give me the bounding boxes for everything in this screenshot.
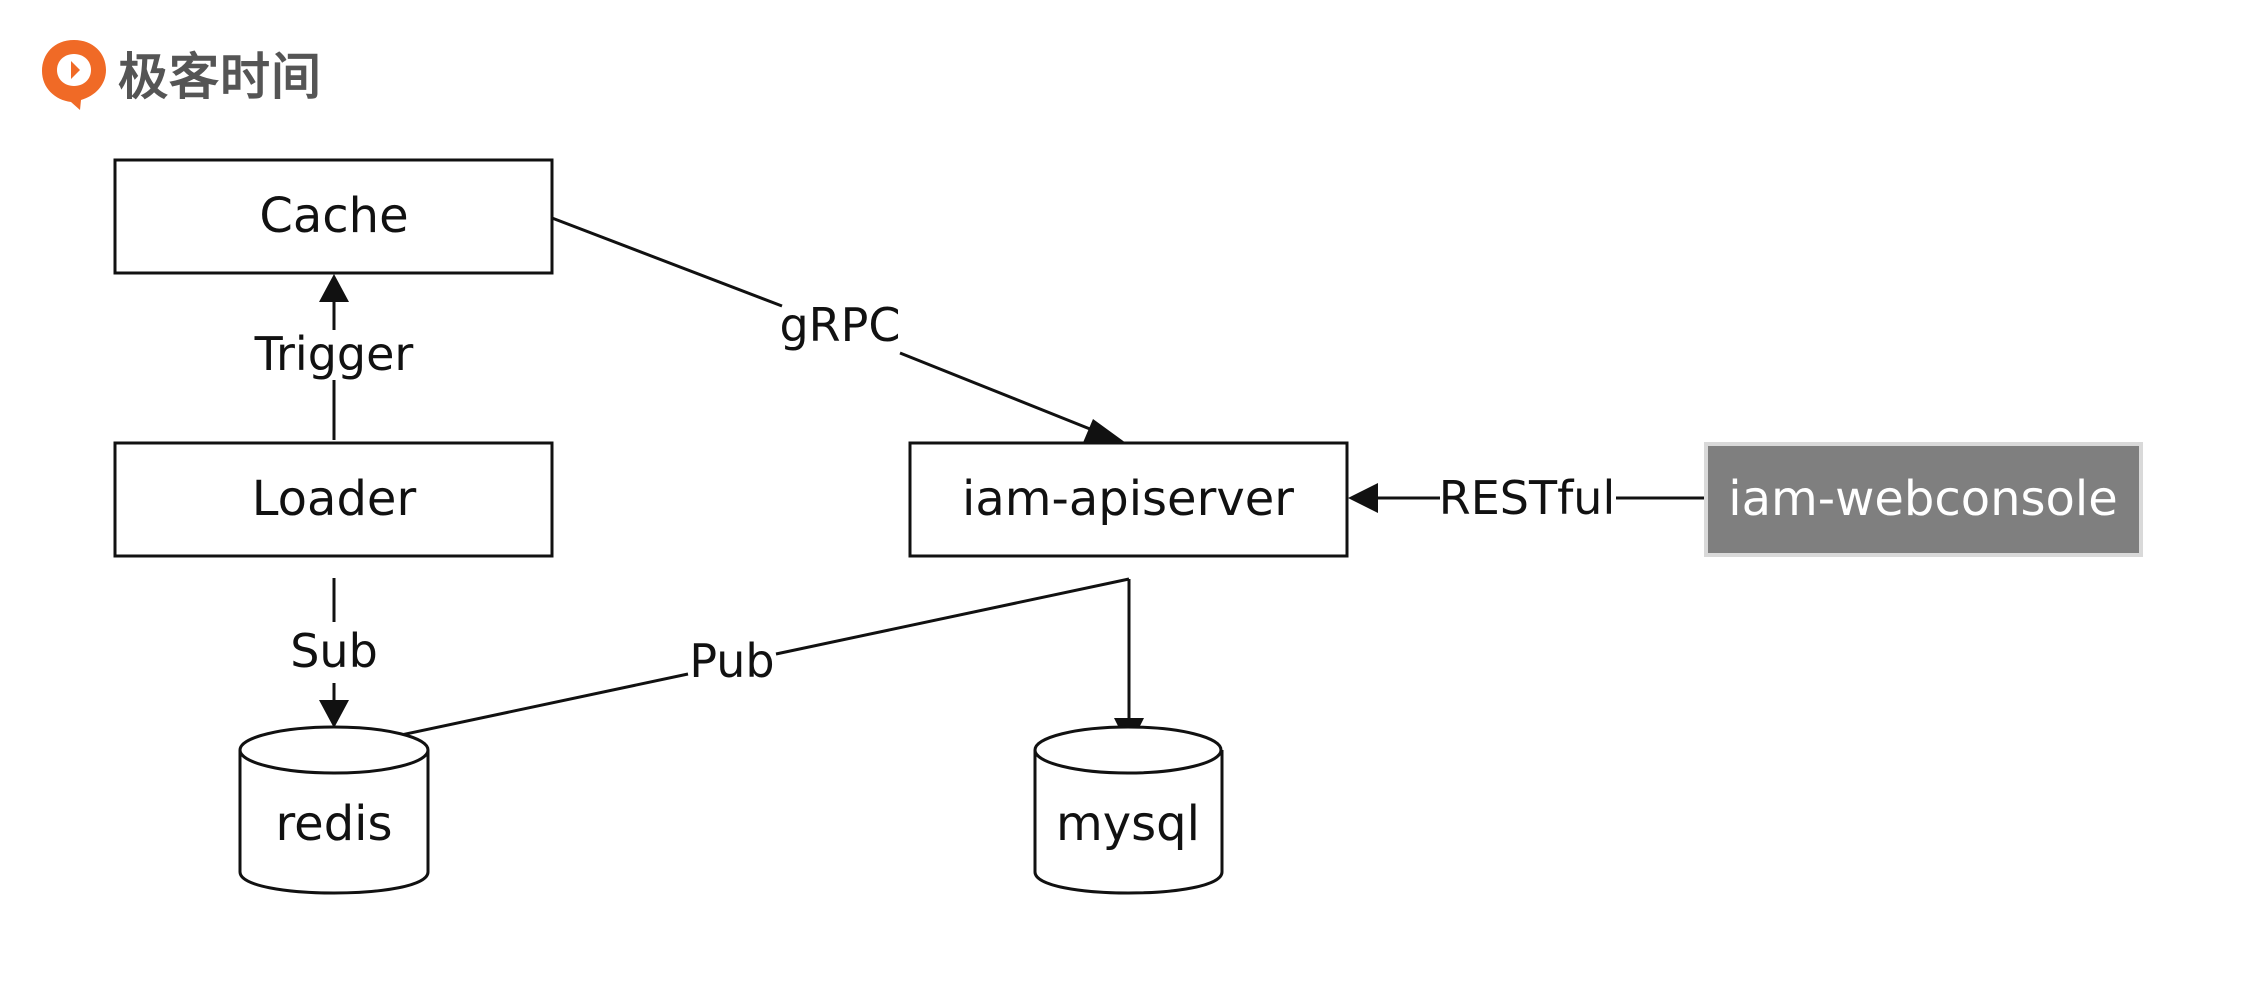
node-label-loader: Loader [252,471,417,527]
node-label-cache: Cache [259,188,408,244]
node-label-apiserver: iam-apiserver [962,471,1294,527]
node-label-mysql: mysql [1056,796,1200,852]
node-mysql-database: mysql [1033,725,1224,895]
node-cache: Cache [113,158,554,275]
edge-label-restful: RESTful [1439,471,1615,525]
edge-trigger: Trigger [254,274,414,440]
sub-arrowhead [319,700,349,728]
edge-label-grpc: gRPC [779,298,900,352]
edge-apiserver-mysql [1114,579,1144,748]
brand-logo: 极客时间 [40,36,322,110]
trigger-arrowhead [319,274,349,302]
edge-label-trigger: Trigger [254,327,414,381]
edge-pub: Pub [332,577,1130,760]
restful-arrowhead [1348,483,1378,513]
edge-grpc: gRPC [551,216,1126,445]
node-webconsole: iam-webconsole [1704,442,2143,557]
edge-sub: Sub [290,578,378,728]
node-redis-database: redis [238,725,430,895]
brand-name: 极客时间 [118,48,322,106]
node-apiserver: iam-apiserver [908,441,1349,558]
edge-label-pub: Pub [689,634,774,688]
edge-restful: RESTful [1348,471,1705,525]
node-loader: Loader [113,441,554,558]
geektime-logo-icon [42,40,106,110]
grpc-arrowhead [1082,419,1126,445]
node-label-redis: redis [275,796,392,852]
node-label-webconsole: iam-webconsole [1728,471,2118,527]
edge-label-sub: Sub [290,624,378,678]
